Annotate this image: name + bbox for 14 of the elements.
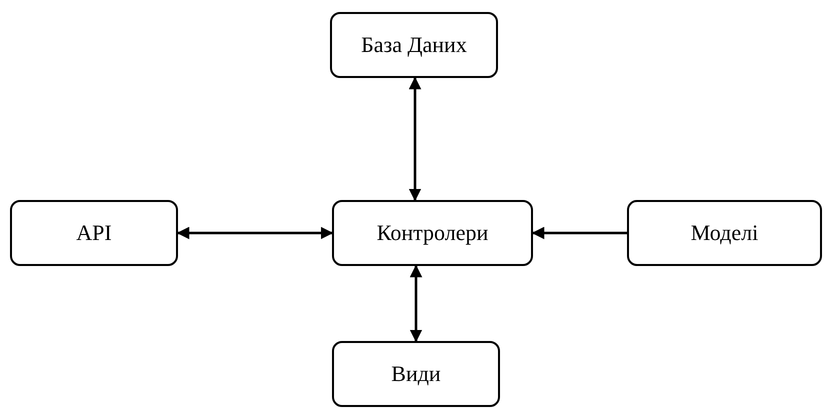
node-label: Види — [391, 361, 441, 387]
node-label: Контролери — [376, 220, 488, 246]
process-box — [330, 12, 498, 78]
process-box — [627, 200, 822, 266]
process-box — [332, 200, 533, 266]
process-box — [332, 341, 500, 407]
node-label: База Даних — [361, 32, 467, 58]
node-label: API — [76, 220, 112, 246]
arrow — [532, 226, 627, 240]
process-box — [10, 200, 178, 266]
arrow — [410, 264, 422, 342]
arrow — [408, 76, 422, 202]
arrow — [176, 226, 334, 240]
node-label: Моделі — [690, 220, 758, 246]
